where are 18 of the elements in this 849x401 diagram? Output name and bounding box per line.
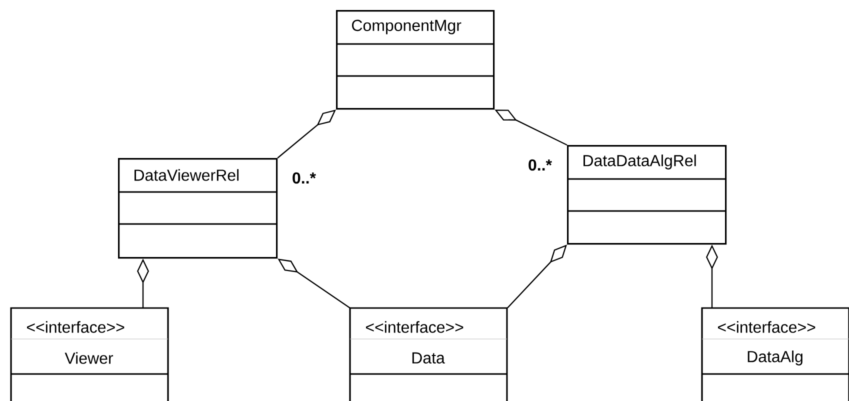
class-name: DataAlg <box>748 350 802 366</box>
class-box <box>336 10 495 110</box>
class-box <box>701 307 849 401</box>
class-name: DataDataAlgRel <box>584 154 696 170</box>
class-name: ComponentMgr <box>352 20 462 34</box>
class-name: Viewer <box>64 352 114 364</box>
stereotype-label: <<interface>> <box>27 321 124 333</box>
class-box <box>118 158 278 259</box>
class-box <box>349 307 508 401</box>
stereotype-label: <<interface>> <box>366 321 464 333</box>
multiplicity-label: 0..* <box>292 172 316 184</box>
class-name: Data <box>412 352 445 364</box>
stereotype-label: <<interface>> <box>718 321 816 333</box>
multiplicity-label: 0..* <box>528 159 552 171</box>
class-box <box>10 307 169 401</box>
class-name: DataViewerRel <box>134 169 239 181</box>
class-box <box>567 145 727 245</box>
aggregation-line <box>277 110 336 158</box>
